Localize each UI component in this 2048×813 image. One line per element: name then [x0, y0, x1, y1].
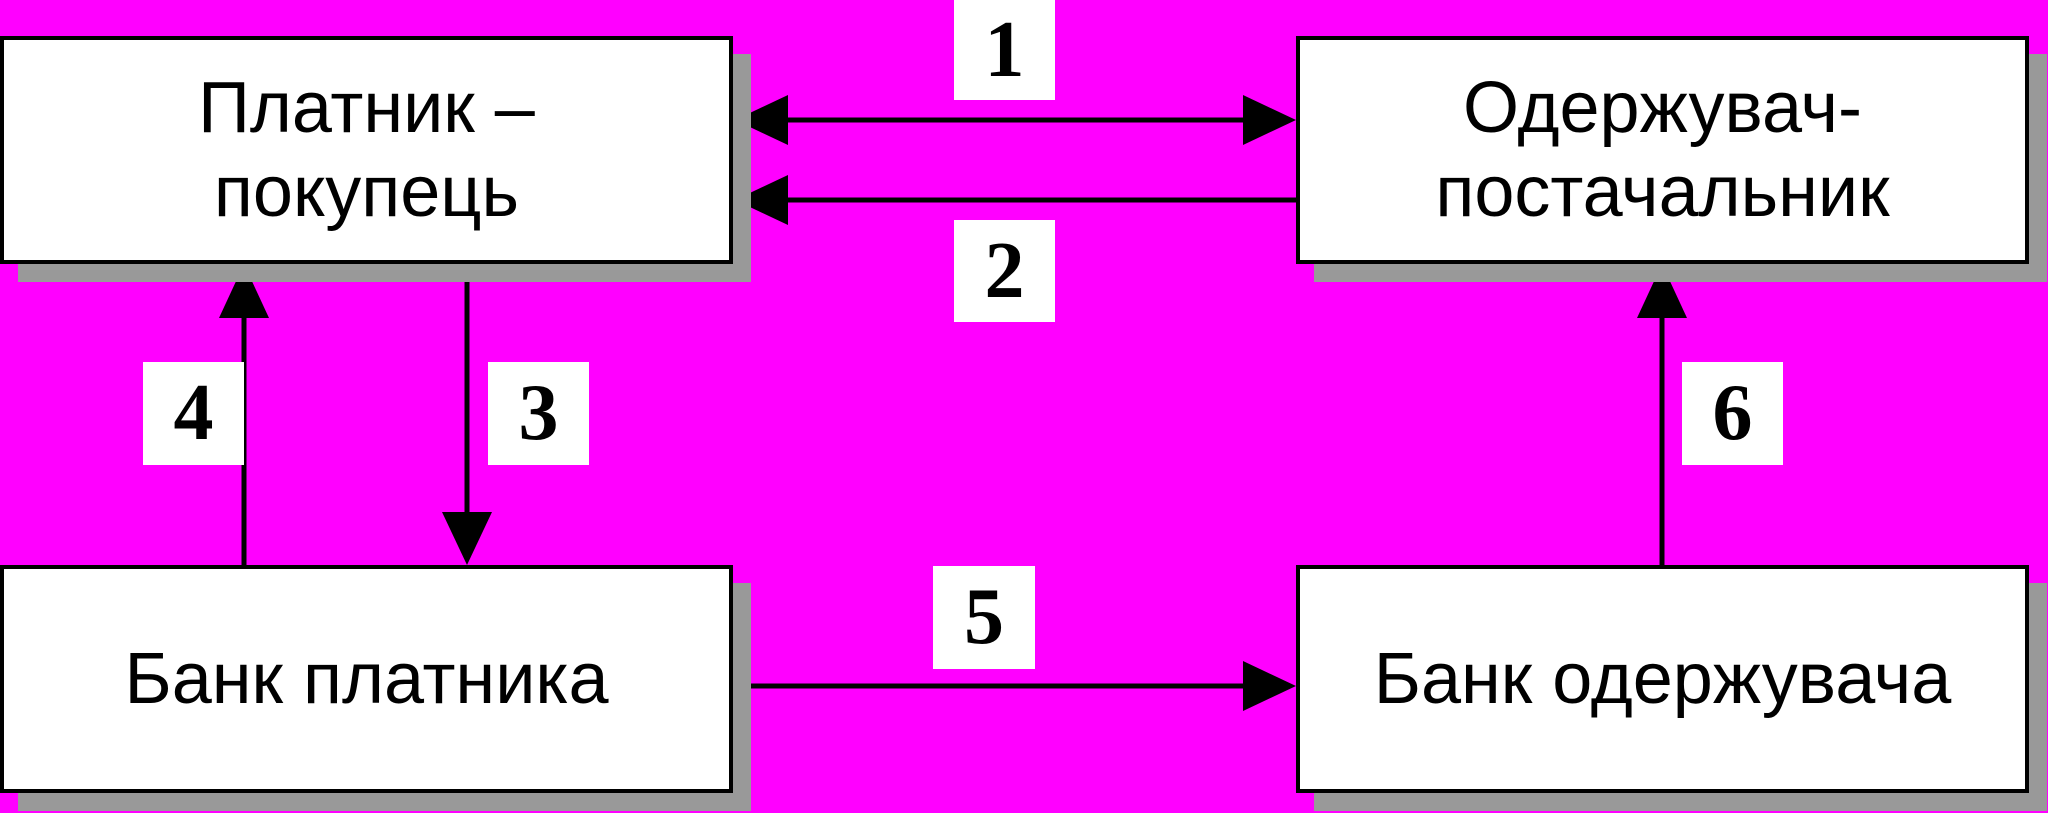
arrow-5-funds-transfer	[745, 661, 1296, 711]
step-4-label: 4	[143, 362, 244, 465]
arrow-2-goods-delivery	[735, 175, 1296, 225]
payer-bank-label: Банк платника	[124, 638, 609, 719]
payer-bank-box: Банк платника	[0, 565, 733, 793]
step-3-label: 3	[488, 362, 589, 465]
payer-buyer-box: Платник – покупець	[0, 36, 733, 264]
recipient-bank-box: Банк одержувача	[1296, 565, 2029, 793]
step-5-label: 5	[933, 566, 1035, 669]
step-1-label: 1	[954, 0, 1055, 100]
recipient-bank-label: Банк одержувача	[1373, 638, 1952, 719]
step-2-label: 2	[954, 220, 1055, 322]
arrow-1-contract	[735, 95, 1296, 145]
step-6-label: 6	[1682, 362, 1783, 465]
recipient-box-line-2: постачальник	[1435, 152, 1890, 232]
recipient-supplier-box: Одержувач- постачальник	[1296, 36, 2029, 264]
arrow-6-credit-notice	[1637, 264, 1687, 565]
recipient-box-line-1: Одержувач-	[1463, 67, 1862, 148]
arrow-4-debit-notice	[219, 264, 269, 565]
arrow-3-payment-order	[442, 264, 492, 565]
payer-box-line-1: Платник –	[198, 67, 535, 148]
payer-box-line-2: покупець	[213, 152, 520, 232]
